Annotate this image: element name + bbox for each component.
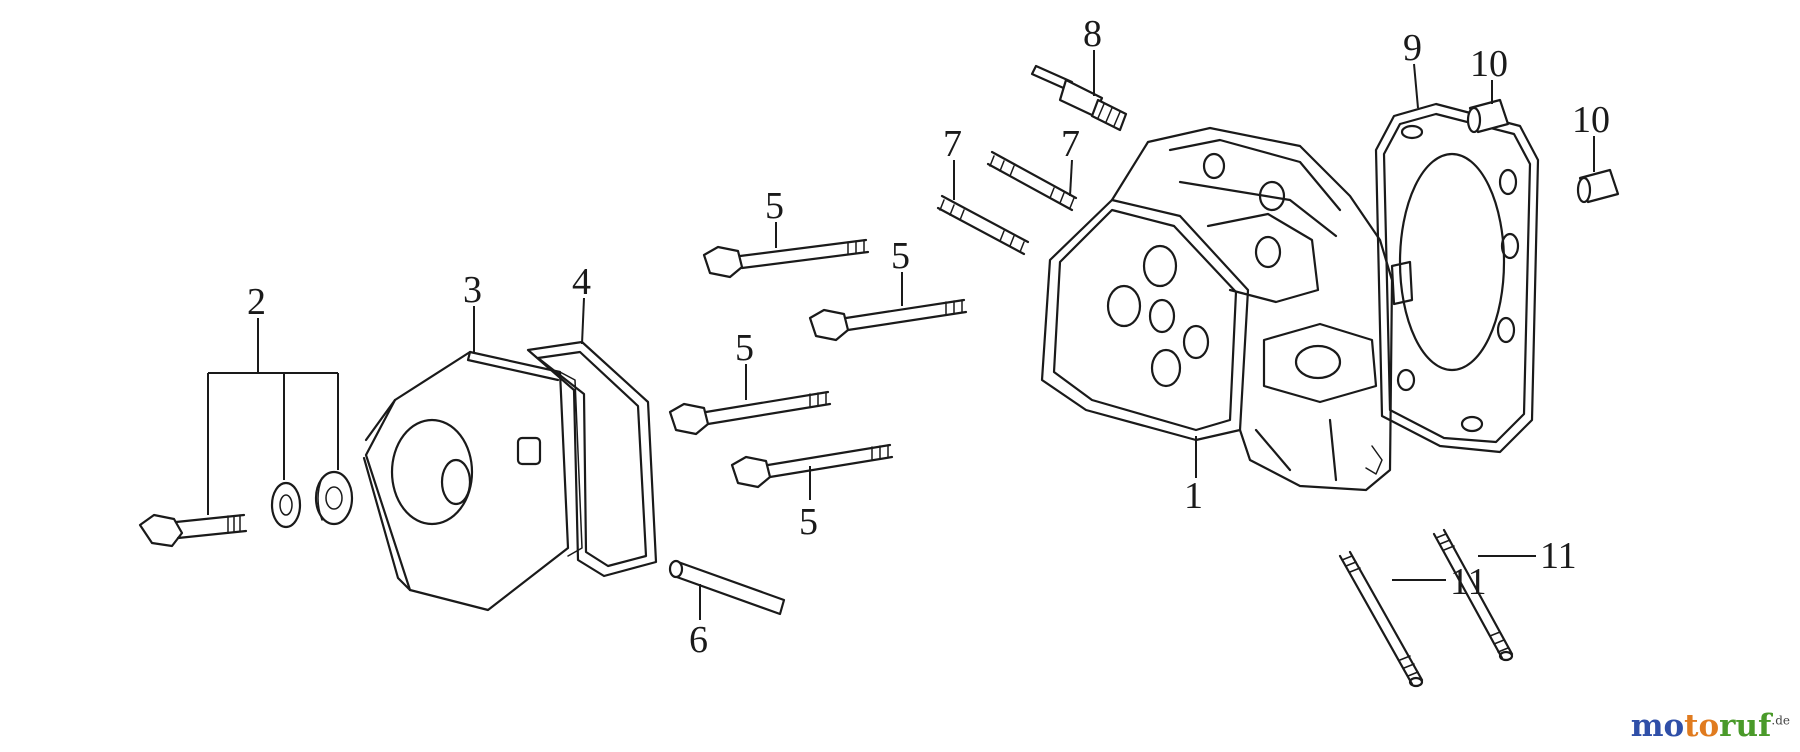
watermark-tld: .de <box>1771 713 1790 728</box>
part-10-dowel-b <box>1576 168 1620 204</box>
part-11-stud-b <box>1432 528 1514 662</box>
callout-5a: 5 <box>765 185 784 227</box>
callout-2: 2 <box>247 281 266 323</box>
part-11-stud-a <box>1338 550 1424 688</box>
callout-5d: 5 <box>799 501 818 543</box>
part-7-stud-b <box>986 150 1078 212</box>
callout-10a: 10 <box>1470 43 1508 85</box>
callout-5c: 5 <box>735 327 754 369</box>
callout-7a: 7 <box>943 123 962 165</box>
callout-4: 4 <box>572 261 591 303</box>
part-10-dowel-a <box>1466 98 1510 134</box>
callout-9: 9 <box>1403 27 1422 69</box>
callout-11a: 11 <box>1450 561 1487 603</box>
callout-11b: 11 <box>1540 535 1577 577</box>
part-7-stud-a <box>936 194 1030 256</box>
part-5-bolt-d <box>730 443 894 489</box>
part-1-bosses <box>1106 152 1286 388</box>
part-5-bolt-b <box>808 298 968 342</box>
part-5-bolt-a <box>702 238 870 279</box>
part-3-valve-cover <box>362 350 583 612</box>
part-1-cylinder-head <box>1040 126 1394 492</box>
callout-8: 8 <box>1083 13 1102 55</box>
leader-9 <box>1413 63 1419 109</box>
part-8-spark-plug <box>1030 64 1128 132</box>
callout-3: 3 <box>463 269 482 311</box>
callout-1: 1 <box>1184 475 1203 517</box>
part-9-head-gasket <box>1374 102 1540 454</box>
callout-5b: 5 <box>891 235 910 277</box>
callout-6: 6 <box>689 619 708 661</box>
part-2-bolt-washer-grommet <box>138 470 354 548</box>
callout-10b: 10 <box>1572 99 1610 141</box>
part-6-pin <box>668 559 786 616</box>
leader-7b <box>1069 159 1073 197</box>
callout-7b: 7 <box>1061 123 1080 165</box>
watermark-logo: motoruf.de <box>1630 708 1790 744</box>
part-5-bolt-c <box>668 390 832 436</box>
leader-2 <box>207 318 339 515</box>
part-4-gasket <box>526 340 658 578</box>
leader-4 <box>581 297 585 345</box>
